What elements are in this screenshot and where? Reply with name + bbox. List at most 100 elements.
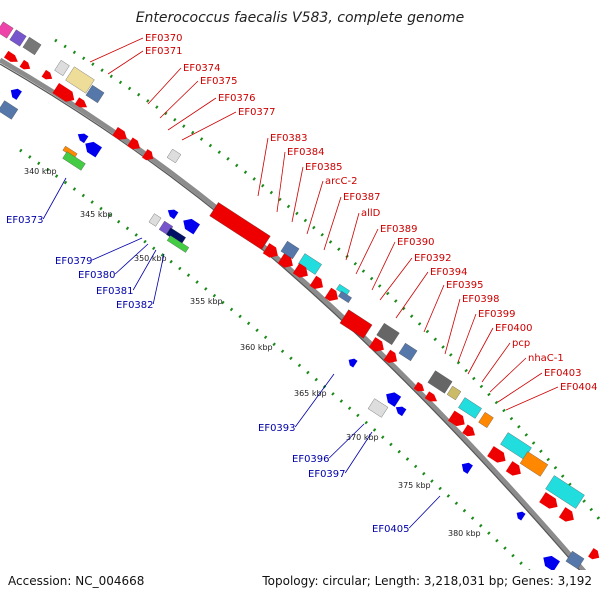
leader-line [444,298,461,355]
gene-block-green-a [62,151,86,171]
leader-line [181,111,237,141]
gene-block-white-b [166,148,182,164]
gene-fwd-n [368,337,384,352]
gene-label-forward: EF0377 [238,107,276,118]
gene-fwd-i [262,243,278,258]
gene-fwd-t [487,446,506,463]
gene-label-forward: allD [361,208,381,219]
gene-fwd-g [127,137,141,150]
leader-line [497,372,543,403]
gene-fwd-p [413,381,425,392]
gc-content-arc-outer [54,38,600,521]
gene-label-forward: EF0394 [430,267,468,278]
gene-fwd-o [383,349,398,364]
leader-line [481,342,511,383]
gene-label-reverse: EF0373 [6,215,44,226]
leader-line [257,137,269,197]
leader-line [395,271,429,319]
leader-line [306,180,324,235]
gene-label-forward: EF0374 [183,63,221,74]
leader-line [42,177,67,220]
gene-label-forward: EF0399 [478,309,516,320]
leader-line [355,228,379,275]
gene-rev-h [395,406,407,417]
gene-label-reverse: EF0381 [96,286,134,297]
gene-label-reverse: EF0393 [258,423,296,434]
gene-label-reverse: EF0405 [372,524,410,535]
gene-block-white-d [367,398,389,418]
gene-fwd-s [462,424,476,437]
gene-block-steel-c [280,240,300,260]
gene-rev-e [183,218,200,235]
leader-line [294,373,335,428]
gene-label-forward: EF0392 [414,253,452,264]
gene-labels: EF0370EF0371EF0374EF0375EF0376EF0377EF03… [6,33,598,535]
leader-line [379,257,413,301]
gene-block-grey [22,36,42,56]
leader-line [132,249,157,291]
gene-block-steel-d [338,291,352,303]
kbp-tick-label: 365 kbp [294,389,327,398]
leader-line [371,241,396,291]
gene-rev-a [10,88,22,100]
gene-rev-g [386,392,402,407]
gene-block-steel-a [85,84,105,104]
gene-label-forward: EF0383 [270,133,308,144]
gene-label-forward: EF0376 [218,93,256,104]
gene-label-forward: EF0395 [446,280,484,291]
gene-fwd-f [112,126,127,140]
gene-fwd-q [424,391,438,402]
gene-label-forward: EF0384 [287,147,325,158]
leader-line [167,97,217,131]
gene-label-reverse: EF0380 [78,270,116,281]
gene-tracks [0,21,600,570]
gene-fwd-h [142,149,154,161]
gene-block-cyan-e [545,475,585,509]
gene-block-magenta [0,21,14,39]
leader-line [89,37,144,63]
gene-fwd-j [277,253,293,268]
gene-block-cyan-a [298,253,322,275]
leader-line [147,67,182,105]
gene-rev-k [543,555,560,570]
gene-fwd-d [52,82,75,102]
gene-label-forward: pcp [512,338,530,349]
gene-rev-b [77,133,89,144]
gene-label-forward: nhaC-1 [528,353,564,364]
kbp-tick-label: 360 kbp [240,343,273,352]
leader-line [505,386,559,411]
accession-text: Accession: NC_004668 [8,574,144,588]
gene-block-cream [65,66,95,94]
kbp-tick-label: 350 kbp [134,254,167,263]
gene-fwd-l [309,275,324,290]
kbp-tick-label: 380 kbp [448,529,481,538]
genome-backbone-shadow [0,63,581,570]
gene-block-violet [9,29,27,47]
gene-block-orange-c [519,451,549,477]
kbp-tick-label: 355 kbp [190,297,223,306]
gene-block-steel-e [398,342,418,362]
gene-label-forward: EF0403 [544,368,582,379]
leader-line [344,431,373,474]
leader-line [345,212,360,261]
gene-fwd-b [19,59,31,70]
topology-text: Topology: circular; Length: 3,218,031 bp… [261,574,592,588]
gene-block-steel-b [0,100,19,120]
leader-line [423,284,445,333]
gene-fwd-e [74,97,88,108]
gene-block-grey-b [376,323,400,345]
gene-block-orange-b [478,412,494,428]
leader-line [152,253,165,305]
leader-line [489,357,527,393]
gene-label-reverse: EF0382 [116,300,154,311]
gene-label-forward: EF0398 [462,294,500,305]
leader-line [323,196,342,251]
gene-fwd-c [41,69,53,80]
leader-line [159,80,199,119]
leader-line [114,243,149,275]
gene-rev-d [167,209,179,220]
gene-block-white-c [148,213,162,227]
gene-fwd-v [539,492,558,509]
gene-rev-c [85,141,102,158]
